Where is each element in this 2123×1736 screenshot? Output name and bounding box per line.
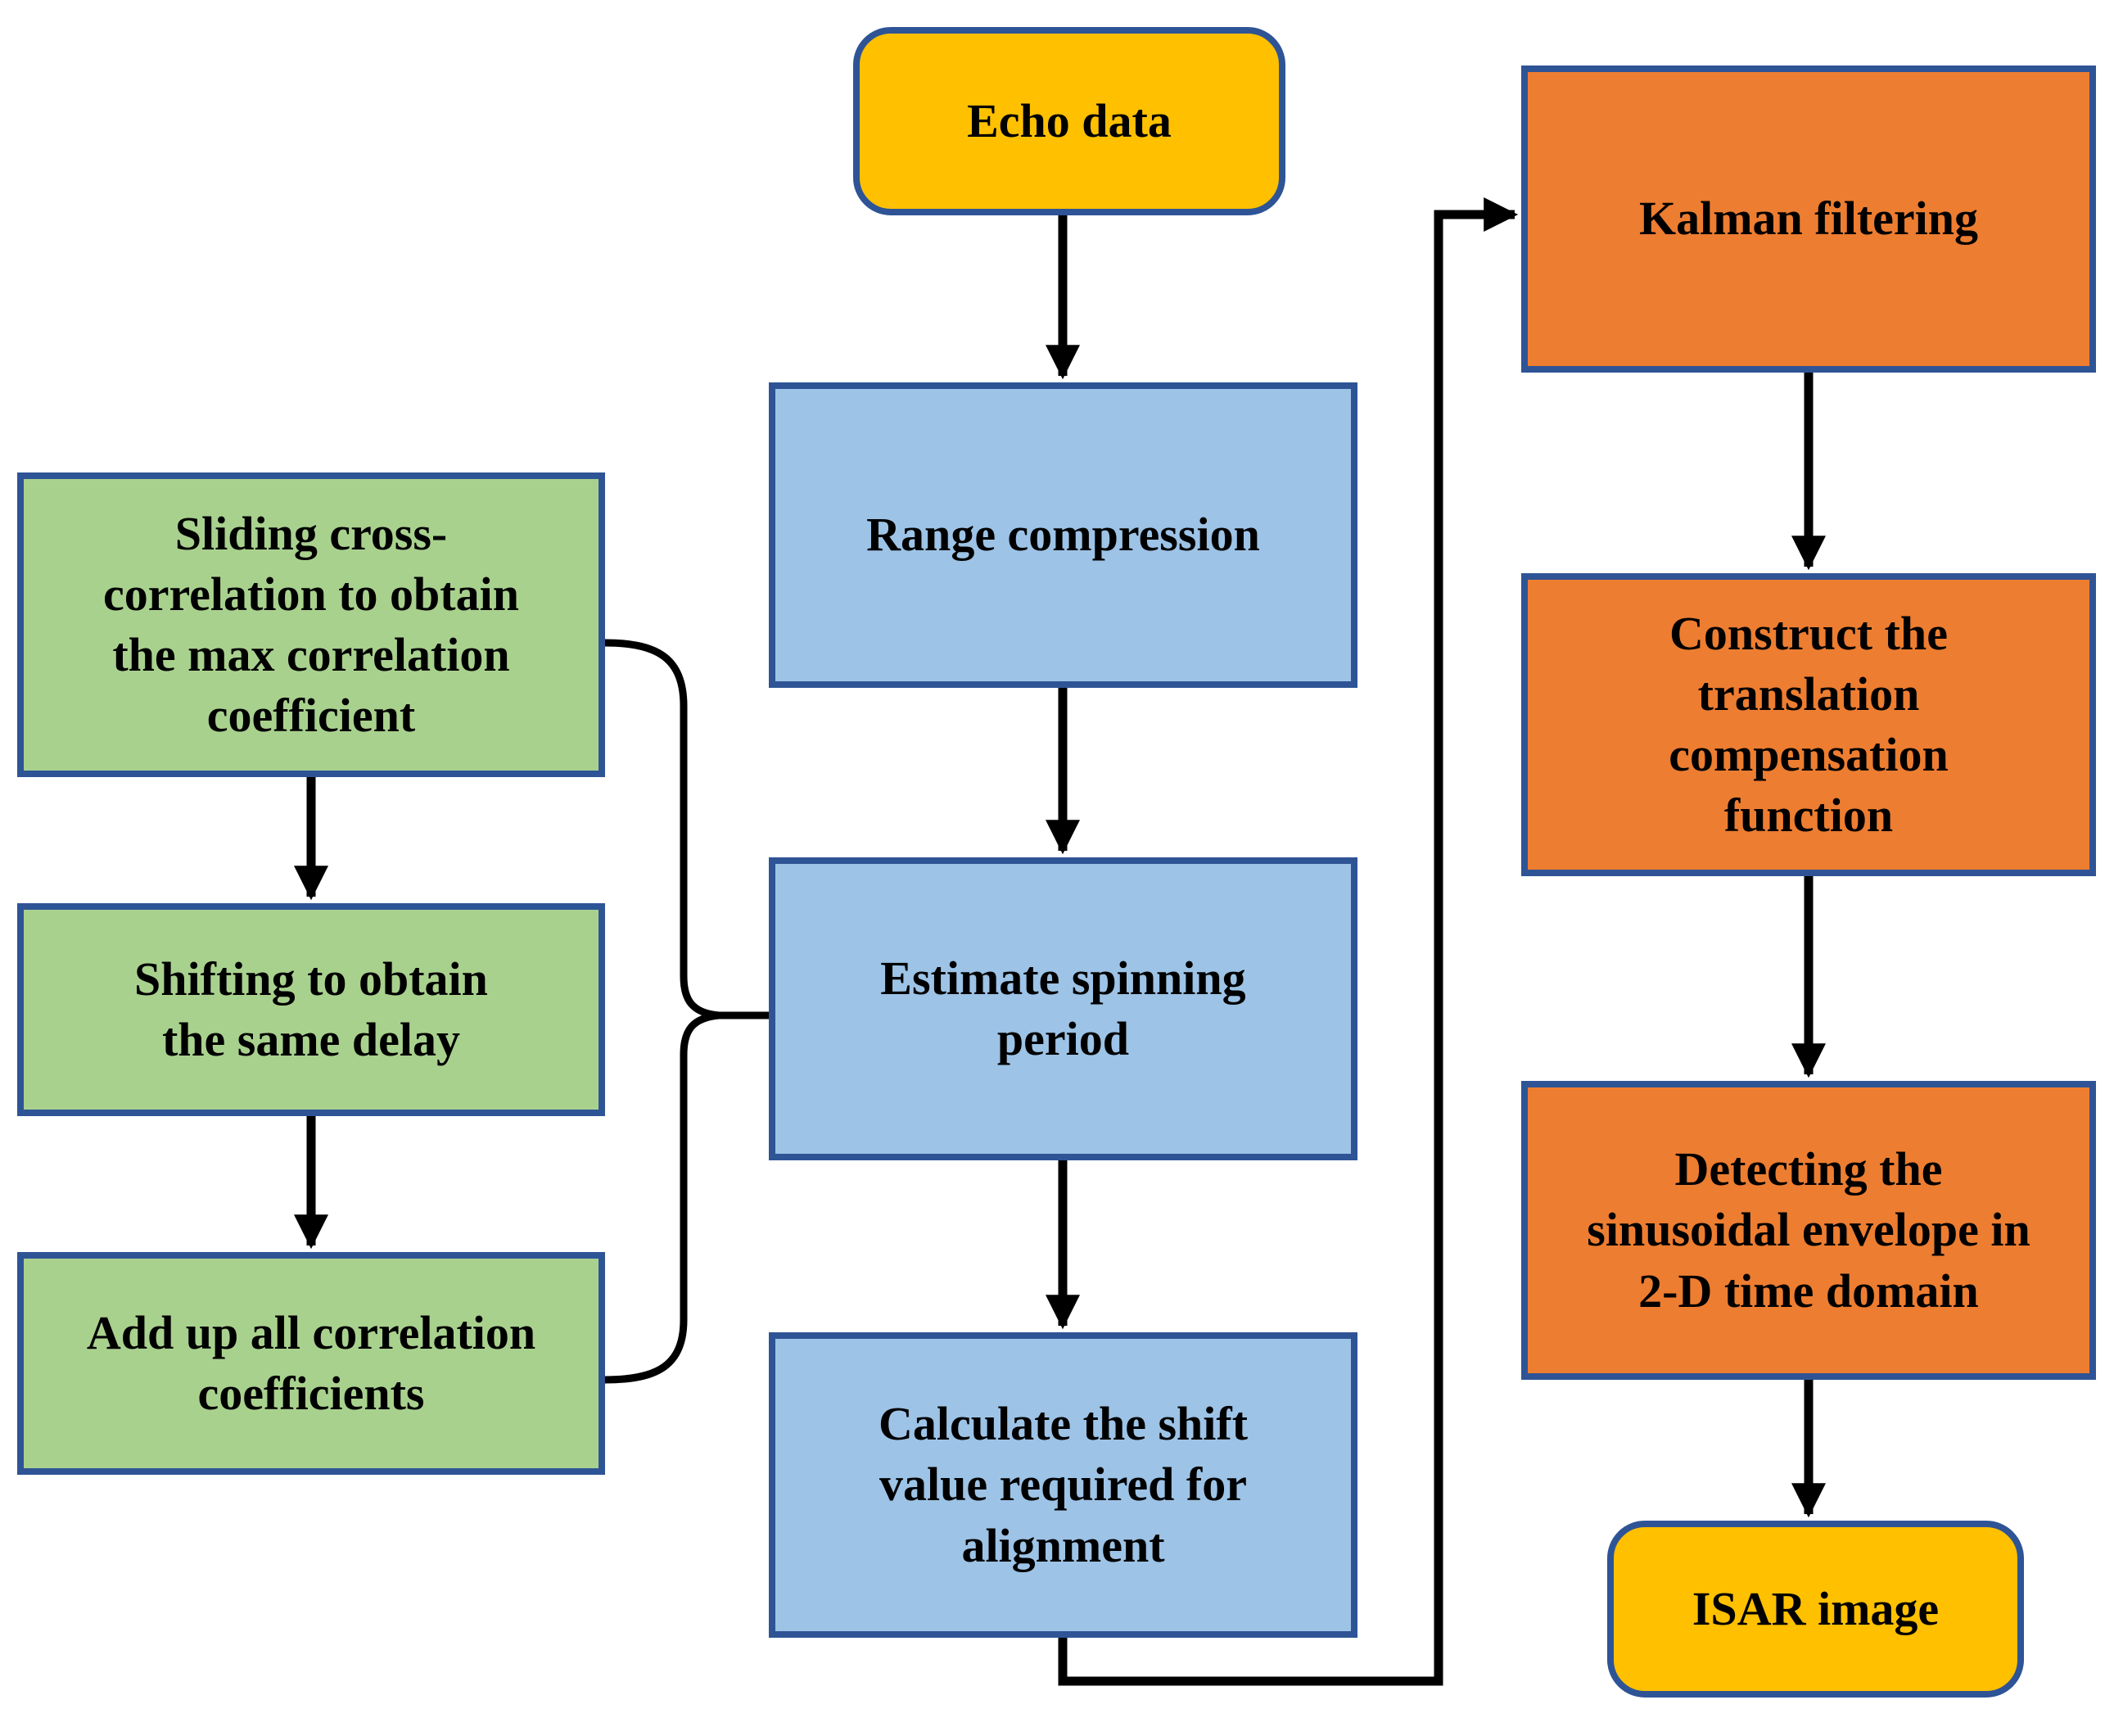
node-label: Sliding cross- correlation to obtain the…	[103, 506, 519, 743]
brace-correlation-group	[604, 639, 720, 1384]
node-range-compression: Range compression	[769, 382, 1357, 688]
node-kalman-filtering: Kalman filtering	[1521, 66, 2096, 373]
node-add-up-coefficients: Add up all correlation coefficients	[17, 1252, 605, 1475]
arrow-calculate-to-kalman-feedback	[1058, 197, 1519, 1686]
node-construct-compensation-function: Construct the translation compensation f…	[1521, 573, 2096, 876]
node-label: ISAR image	[1692, 1581, 1940, 1635]
node-shifting-same-delay: Shifting to obtain the same delay	[17, 903, 605, 1116]
node-label: Shifting to obtain the same delay	[134, 952, 488, 1066]
node-label: Range compression	[866, 508, 1260, 562]
node-label: Kalman filtering	[1638, 192, 1978, 246]
node-detecting-sinusoidal-envelope: Detecting the sinusoidal envelope in 2-D…	[1521, 1081, 2096, 1380]
node-label: Construct the translation compensation f…	[1669, 606, 1949, 843]
node-label: Calculate the shift value required for a…	[878, 1397, 1249, 1572]
node-label: Estimate spinning period	[880, 951, 1246, 1065]
node-estimate-spinning-period: Estimate spinning period	[769, 857, 1357, 1160]
node-label: Echo data	[967, 93, 1172, 147]
node-calculate-shift-value: Calculate the shift value required for a…	[769, 1332, 1357, 1638]
node-label: Add up all correlation coefficients	[86, 1305, 536, 1420]
node-label: Detecting the sinusoidal envelope in 2-D…	[1587, 1142, 2030, 1318]
node-echo-data: Echo data	[853, 27, 1285, 215]
node-sliding-cross-correlation: Sliding cross- correlation to obtain the…	[17, 472, 605, 777]
node-isar-image: ISAR image	[1607, 1521, 2024, 1698]
